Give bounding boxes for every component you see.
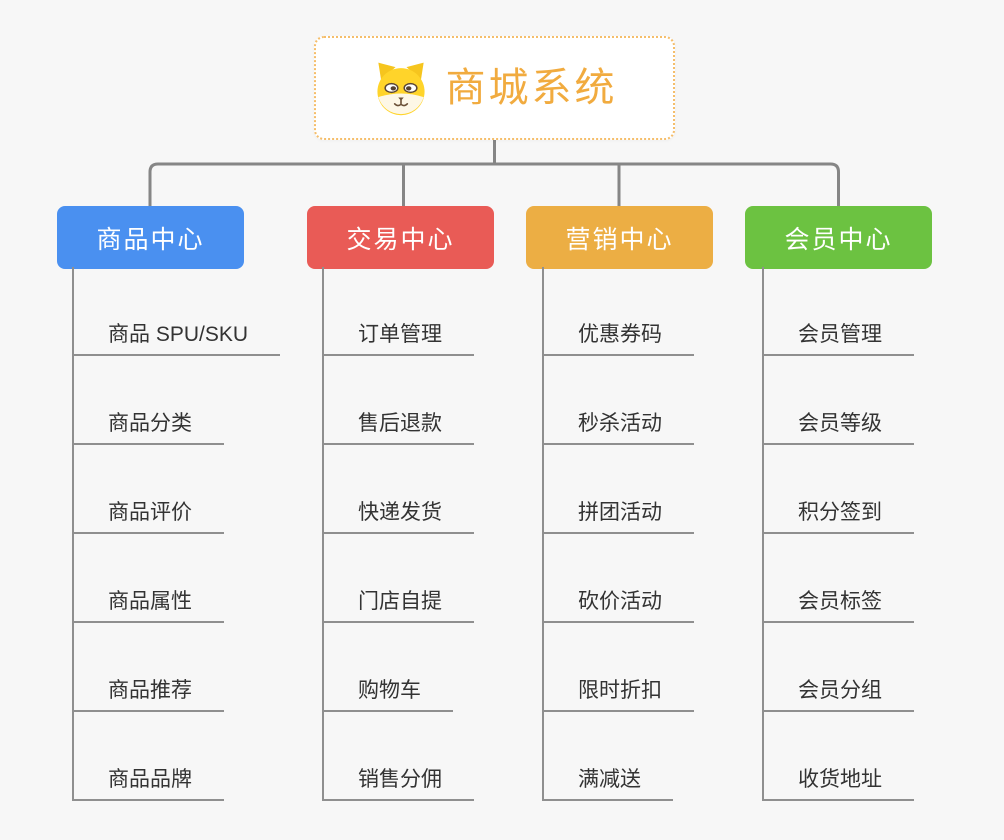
leaf-node[interactable]: 会员分组: [764, 623, 914, 712]
leaf-node[interactable]: 商品推荐: [74, 623, 280, 712]
leaf-label[interactable]: 收货地址: [764, 769, 914, 801]
leaf-label[interactable]: 限时折扣: [544, 680, 694, 712]
leaf-label[interactable]: 商品分类: [74, 413, 224, 445]
leaf-label[interactable]: 满减送: [544, 769, 673, 801]
leaf-label[interactable]: 快递发货: [324, 502, 474, 534]
leaf-label[interactable]: 优惠券码: [544, 324, 694, 356]
leaf-label[interactable]: 会员管理: [764, 324, 914, 356]
branch-header-member-center[interactable]: 会员中心: [745, 206, 932, 269]
leaf-label[interactable]: 会员等级: [764, 413, 914, 445]
leaf-label[interactable]: 秒杀活动: [544, 413, 694, 445]
leaf-label[interactable]: 商品属性: [74, 591, 224, 623]
root-title: 商城系统: [445, 66, 618, 110]
leaf-node[interactable]: 商品属性: [74, 534, 280, 623]
leaf-label[interactable]: 订单管理: [324, 324, 474, 356]
branch-label: 商品中心: [96, 225, 205, 254]
leaf-node[interactable]: 商品分类: [74, 356, 280, 445]
leaf-node[interactable]: 商品品牌: [74, 712, 280, 801]
leaf-node[interactable]: 门店自提: [324, 534, 474, 623]
bus-line: [148, 162, 840, 209]
leaf-node[interactable]: 会员管理: [764, 267, 914, 356]
leaf-node[interactable]: 优惠券码: [544, 267, 694, 356]
leaf-node[interactable]: 秒杀活动: [544, 356, 694, 445]
leaf-node[interactable]: 快递发货: [324, 445, 474, 534]
leaf-label[interactable]: 商品品牌: [74, 769, 224, 801]
leaf-node[interactable]: 限时折扣: [544, 623, 694, 712]
leaf-node[interactable]: 订单管理: [324, 267, 474, 356]
leaf-node[interactable]: 积分签到: [764, 445, 914, 534]
leaf-node[interactable]: 商品评价: [74, 445, 280, 534]
leaf-node[interactable]: 收货地址: [764, 712, 914, 801]
branch-label: 交易中心: [346, 225, 455, 254]
branch-children-product-center: 商品 SPU/SKU 商品分类 商品评价 商品属性 商品推荐 商品品牌: [72, 267, 281, 801]
leaf-label[interactable]: 会员标签: [764, 591, 914, 623]
leaf-label[interactable]: 购物车: [324, 680, 453, 712]
leaf-node[interactable]: 拼团活动: [544, 445, 694, 534]
leaf-node[interactable]: 销售分佣: [324, 712, 474, 801]
leaf-node[interactable]: 会员等级: [764, 356, 914, 445]
leaf-label[interactable]: 会员分组: [764, 680, 914, 712]
leaf-label[interactable]: 商品推荐: [74, 680, 224, 712]
branch-children-member-center: 会员管理 会员等级 积分签到 会员标签 会员分组 收货地址: [762, 267, 914, 801]
leaf-label[interactable]: 门店自提: [324, 591, 474, 623]
branch-header-marketing-center[interactable]: 营销中心: [526, 206, 713, 269]
branch-label: 营销中心: [565, 225, 674, 254]
leaf-label[interactable]: 售后退款: [324, 413, 474, 445]
leaf-node[interactable]: 售后退款: [324, 356, 474, 445]
branch-children-trade-center: 订单管理 售后退款 快递发货 门店自提 购物车 销售分佣: [322, 267, 474, 801]
leaf-label[interactable]: 商品 SPU/SKU: [74, 324, 281, 356]
branch-header-product-center[interactable]: 商品中心: [57, 206, 244, 269]
leaf-node[interactable]: 砍价活动: [544, 534, 694, 623]
leaf-label[interactable]: 商品评价: [74, 502, 224, 534]
leaf-node[interactable]: 购物车: [324, 623, 474, 712]
leaf-label[interactable]: 拼团活动: [544, 502, 694, 534]
leaf-label[interactable]: 积分签到: [764, 502, 914, 534]
branch-label: 会员中心: [784, 225, 893, 254]
branch-children-marketing-center: 优惠券码 秒杀活动 拼团活动 砍价活动 限时折扣 满减送: [542, 267, 694, 801]
leaf-node[interactable]: 商品 SPU/SKU: [74, 267, 281, 356]
leaf-label[interactable]: 砍价活动: [544, 591, 694, 623]
leaf-label[interactable]: 销售分佣: [324, 769, 474, 801]
root-node[interactable]: 商城系统: [314, 36, 675, 140]
dog-face-icon: [372, 59, 430, 117]
leaf-node[interactable]: 会员标签: [764, 534, 914, 623]
leaf-node[interactable]: 满减送: [544, 712, 694, 801]
branch-header-trade-center[interactable]: 交易中心: [307, 206, 494, 269]
